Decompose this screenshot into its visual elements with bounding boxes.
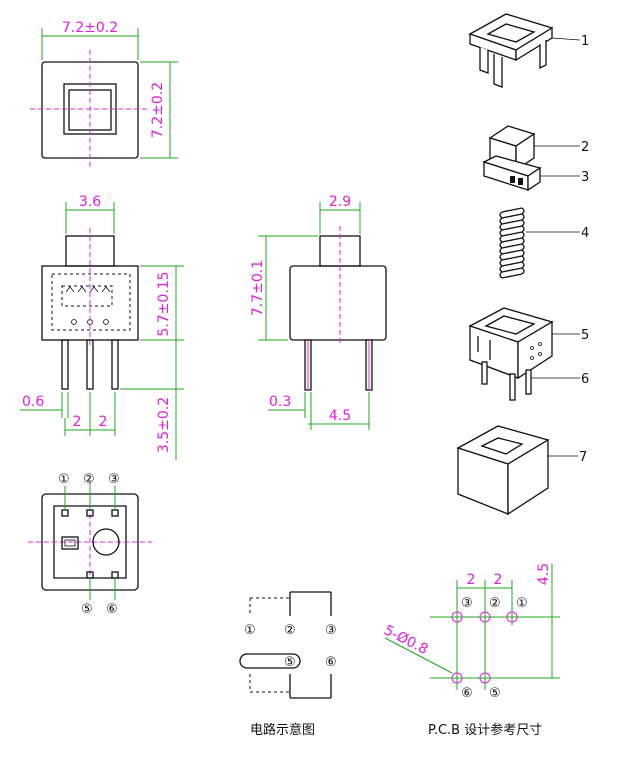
pcb-pitch-left-label: 2: [467, 572, 476, 588]
top-view: 7.2±0.2 7.2±0.2: [30, 20, 178, 170]
side-view: 2.9 7.7±0.1 0.3 4.5: [250, 194, 387, 430]
side-plunger-width-label: 2.9: [329, 194, 351, 210]
pcb-pitch-right-label: 2: [494, 572, 503, 588]
front-hidden-outline: [51, 273, 131, 331]
pcb-hole-label: 5-Ø0.8: [381, 622, 430, 658]
pcb-hole-6: [451, 672, 463, 684]
pcb-pin-3-label: ③: [461, 596, 473, 611]
circuit-pin-1-label: ①: [244, 623, 256, 638]
front-plunger-width-label: 3.6: [79, 194, 101, 210]
front-view: 3.6 5.7±0.15 3.5±0.2 0.6 2 2: [20, 194, 184, 460]
pcb-hole-3: [451, 611, 463, 623]
circuit-pin-2-label: ②: [284, 623, 296, 638]
part-4-spring: 4: [499, 207, 589, 279]
front-hidden-slider: [61, 285, 113, 307]
part-6-label: 6: [581, 372, 589, 387]
front-pitch-right-label: 2: [99, 414, 108, 430]
pcb-hole-1: [506, 611, 518, 623]
part-4-label: 4: [581, 226, 589, 241]
circuit-diagram: ① ② ③ ⑤ ⑥ 电路示意图: [239, 591, 337, 738]
front-pin-left: [61, 339, 69, 390]
part-1-frame: 1: [468, 13, 589, 88]
bottom-pin-3-label: ③: [108, 472, 120, 487]
bottom-inner-frame: [53, 505, 127, 579]
part-3-slider: 3: [482, 155, 589, 192]
part-6-pins: 6: [481, 361, 589, 401]
part-5-label: 5: [581, 328, 589, 343]
side-body: [289, 265, 387, 341]
bottom-pin-2-label: ②: [83, 472, 95, 487]
bottom-slot: [61, 536, 79, 550]
pcb-caption: P.C.B 设计参考尺寸: [428, 722, 542, 738]
pcb-pin-6-label: ⑥: [461, 686, 473, 701]
pcb-hole-2: [479, 611, 491, 623]
pcb-row-spacing-label: 4.5: [536, 563, 552, 585]
front-contact-marks: [65, 286, 111, 293]
pcb-pin-1-label: ①: [516, 596, 528, 611]
part-5-housing: 5: [468, 307, 589, 380]
top-width-label: 7.2±0.2: [62, 20, 118, 36]
bottom-pin-1-label: ①: [58, 472, 70, 487]
part-3-label: 3: [581, 170, 589, 185]
circuit-pin-6-label: ⑥: [325, 655, 337, 670]
bottom-round-hole: [92, 528, 120, 556]
part-1-label: 1: [581, 34, 589, 49]
bottom-view: ① ② ③ ⑤ ⑥: [28, 472, 152, 617]
side-pin-width-label: 0.3: [269, 394, 291, 410]
front-pin-center: [86, 339, 94, 390]
bottom-pin-6-label: ⑥: [106, 602, 118, 617]
circuit-slider: [239, 653, 301, 669]
top-height-label: 7.2±0.2: [150, 82, 166, 138]
part-7-label: 7: [579, 450, 587, 465]
pcb-layout: 2 2 4.5 ③ ② ① ⑥ ⑤ 5-Ø0.8 P.C.B 设计参考尺寸: [381, 563, 560, 738]
front-pitch-left-label: 2: [73, 414, 82, 430]
pcb-hole-5: [479, 672, 491, 684]
pcb-pin-2-label: ②: [489, 596, 501, 611]
front-pin-right: [111, 339, 119, 390]
part-2-label: 2: [581, 140, 589, 155]
part-7-cap: 7: [456, 425, 587, 516]
side-pin-spacing-label: 4.5: [329, 408, 351, 424]
circuit-caption: 电路示意图: [250, 722, 315, 738]
front-pin-width-label: 0.6: [22, 394, 44, 410]
pcb-pin-5-label: ⑤: [489, 686, 501, 701]
exploded-parts: 1 2 3 4: [456, 13, 589, 516]
circuit-pin-3-label: ③: [325, 623, 337, 638]
circuit-pin-5-label: ⑤: [284, 655, 296, 670]
front-pin-length-label: 3.5±0.2: [156, 397, 172, 453]
side-height-label: 7.7±0.1: [250, 260, 266, 316]
bottom-pin-5-label: ⑤: [81, 602, 93, 617]
front-body-height-label: 5.7±0.15: [156, 271, 172, 336]
